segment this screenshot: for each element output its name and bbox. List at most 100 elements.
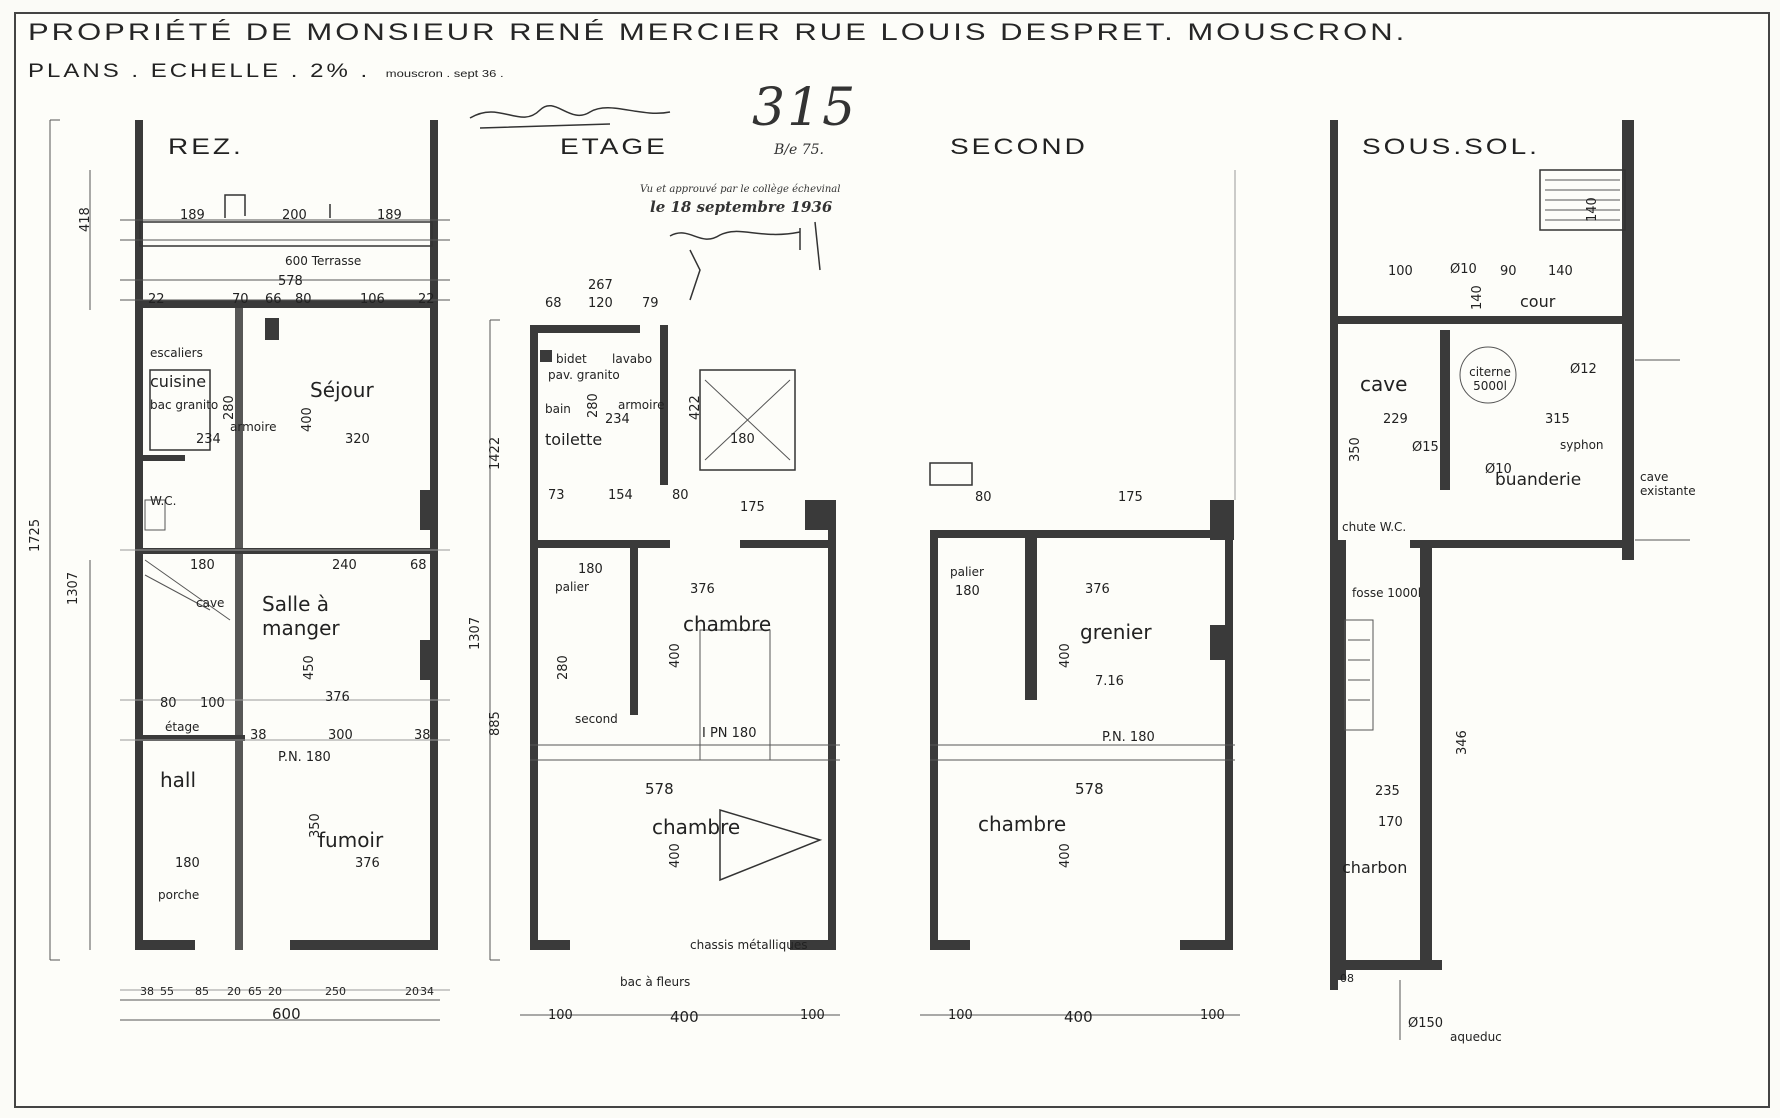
rez-terrasse: 600 Terrasse	[285, 254, 362, 268]
etage-lavabo: lavabo	[612, 352, 653, 366]
etage-dim-bot-3: 100	[800, 1008, 825, 1023]
soussol-dim-bottom: 08	[1340, 972, 1354, 985]
etage-dim-palier-w: 180	[578, 562, 603, 577]
file-sub-number: B/e 75.	[774, 142, 825, 158]
etage-dim-toil-h: 280	[586, 393, 601, 418]
etage-dim-left-mid: 1307	[468, 616, 483, 650]
rez-dim-cuis-h: 280	[222, 395, 237, 420]
second-dim-ch-h: 400	[1058, 843, 1073, 868]
rez-dim-left-top: 418	[78, 207, 93, 232]
second-dim-palier-w: 180	[955, 584, 980, 599]
rez-dim-porche: 180	[175, 856, 200, 871]
rez-fumoir: fumoir	[318, 828, 384, 852]
soussol-d15: Ø15	[1412, 440, 1439, 455]
etage-ipn: I PN 180	[702, 726, 757, 741]
rez-dim-bot-4: 20	[227, 985, 241, 998]
etage-dim-stair-w: 180	[730, 432, 755, 447]
etage-dim-stair-w2: 175	[740, 500, 765, 515]
soussol-dim-top-2: Ø10	[1450, 262, 1477, 277]
etage-chassis: chassis métalliques	[690, 938, 808, 952]
rez-dim-bot-8: 20	[405, 985, 419, 998]
soussol-cour: cour	[1520, 292, 1556, 311]
etage-dim-row-1: 68	[545, 296, 562, 311]
etage-dim-ch2-w: 578	[645, 780, 674, 798]
architect-signature-icon	[469, 104, 671, 129]
soussol-dim-cour-h: 140	[1470, 285, 1485, 310]
soussol-dim-buand-w: 315	[1545, 412, 1570, 427]
etage-second: second	[575, 712, 618, 726]
soussol-cave-existante: cave existante	[1640, 470, 1696, 498]
drawing-title: PROPRIÉTÉ DE MONSIEUR RENÉ MERCIER RUE L…	[28, 18, 1408, 46]
rez-dim-r3-4: 80	[295, 292, 312, 307]
rez-porche: porche	[158, 888, 200, 902]
etage-bain: bain	[545, 402, 571, 416]
file-number: 315	[752, 78, 858, 138]
etage-dim-palier-h: 280	[556, 655, 571, 680]
etage-dim-row-2: 120	[588, 296, 613, 311]
rez-dim-left-mid: 1307	[66, 571, 81, 605]
second-dim-bot-3: 100	[1200, 1008, 1225, 1023]
rez-dim-salle-1: 180	[190, 558, 215, 573]
second-dim-top-2: 175	[1118, 490, 1143, 505]
rez-dim-bot-2: 55	[160, 985, 174, 998]
approval-line-1: Vu et approuvé par le collège échevinal	[640, 184, 841, 195]
rez-escalier: escaliers	[150, 346, 203, 360]
etage-dim-left-bot: 885	[488, 711, 503, 736]
soussol-plan	[1330, 120, 1690, 1040]
etage-dim-bot-1: 100	[548, 1008, 573, 1023]
rez-dim-hall-1: 80	[160, 696, 177, 711]
second-dim-bot-2: 400	[1064, 1008, 1093, 1026]
drawing-subtitle: PLANS . ECHELLE . 2% . mouscron . sept 3…	[28, 60, 504, 82]
soussol-citerne: citerne 5000l	[1469, 365, 1511, 393]
etage-pv: pav. granito	[548, 368, 620, 382]
rez-dim-r3-5: 106	[360, 292, 385, 307]
soussol-dim-char-w2: 170	[1378, 815, 1403, 830]
etage-chambre-2: chambre	[652, 815, 741, 839]
rez-salle: Salle à manger	[262, 592, 340, 640]
etage-dim-stair-h: 422	[688, 395, 703, 420]
rez-dim-total: 600	[272, 1005, 301, 1023]
soussol-dim-cave-w: 229	[1383, 412, 1408, 427]
rez-dim-cuis-w: 234	[196, 432, 221, 447]
etage-toilette: toilette	[545, 430, 603, 449]
etage-plan	[489, 319, 840, 1016]
rez-dim-salle-2: 240	[332, 558, 357, 573]
rez-dim-sejour-w: 320	[345, 432, 370, 447]
etage-dim-toil-w: 234	[605, 412, 630, 427]
rez-dim-salle-w: 376	[325, 690, 350, 705]
rez-cave: cave	[196, 596, 225, 610]
etage-palier: palier	[555, 580, 589, 594]
second-dim-gren-h: 400	[1058, 643, 1073, 668]
soussol-syphon: syphon	[1560, 438, 1604, 452]
rez-dim-bot-1: 38	[140, 985, 154, 998]
rez-hall: hall	[160, 768, 197, 792]
etage-dim-wc-3: 80	[672, 488, 689, 503]
second-label: SECOND	[950, 134, 1088, 159]
soussol-cave: cave	[1360, 372, 1408, 396]
rez-pn: P.N. 180	[278, 750, 331, 765]
soussol-dim-top-3: 90	[1500, 264, 1517, 279]
soussol-dim-346: 346	[1455, 730, 1470, 755]
rez-cuisine: cuisine	[150, 372, 207, 391]
etage-dim-wc-1: 73	[548, 488, 565, 503]
soussol-dim-top-1: 100	[1388, 264, 1413, 279]
etage-dim-left-total: 1422	[488, 436, 503, 470]
soussol-chute: chute W.C.	[1342, 520, 1407, 534]
rez-sejour: Séjour	[310, 378, 374, 402]
etage-chambre-1: chambre	[683, 612, 772, 636]
soussol-dim-cave-h: 350	[1348, 437, 1363, 462]
soussol-fosse: fosse 1000l	[1352, 586, 1422, 600]
rez-dim-578: 578	[278, 274, 303, 289]
etage-bidet: bidet	[556, 352, 587, 366]
rez-bac: bac granito	[150, 398, 219, 412]
official-signature-icon	[669, 221, 821, 301]
soussol-dim-char-w: 235	[1375, 784, 1400, 799]
rez-dim-bot-7: 250	[325, 985, 346, 998]
second-dim-top-1: 80	[975, 490, 992, 505]
second-pn: P.N. 180	[1102, 730, 1155, 745]
etage-dim-ch-w: 376	[690, 582, 715, 597]
soussol-d12: Ø12	[1570, 362, 1597, 377]
second-dim-ch-w: 578	[1075, 780, 1104, 798]
scale-label: PLANS . ECHELLE . 2% .	[28, 60, 371, 82]
